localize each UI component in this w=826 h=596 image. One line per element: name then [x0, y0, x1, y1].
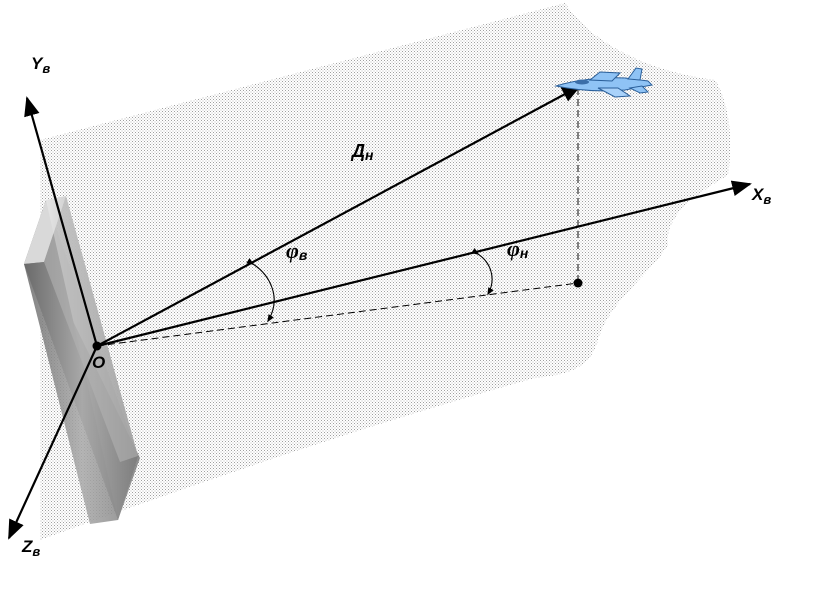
elevation-angle-arc	[246, 258, 275, 323]
z-axis-label: Zв	[21, 537, 40, 559]
azimuth-angle-label: φн	[507, 236, 529, 261]
azimuth-angle-arc	[471, 248, 494, 296]
x-axis-label: Xв	[751, 185, 771, 207]
y-axis	[24, 96, 99, 347]
z-axis	[8, 345, 98, 540]
y-axis-label: Yв	[31, 54, 50, 76]
target-ground-point	[573, 278, 583, 288]
origin-point	[92, 341, 102, 351]
antenna-panel-icon	[24, 196, 140, 524]
range-vector	[96, 85, 582, 347]
ground-projection-line	[96, 282, 579, 347]
x-axis	[96, 180, 752, 348]
range-label: Дн	[350, 141, 374, 163]
elevation-angle-label: φв	[286, 238, 308, 263]
stippled-plane	[40, 3, 731, 540]
jet-aircraft-icon	[554, 67, 654, 98]
origin-label: O	[92, 353, 105, 372]
